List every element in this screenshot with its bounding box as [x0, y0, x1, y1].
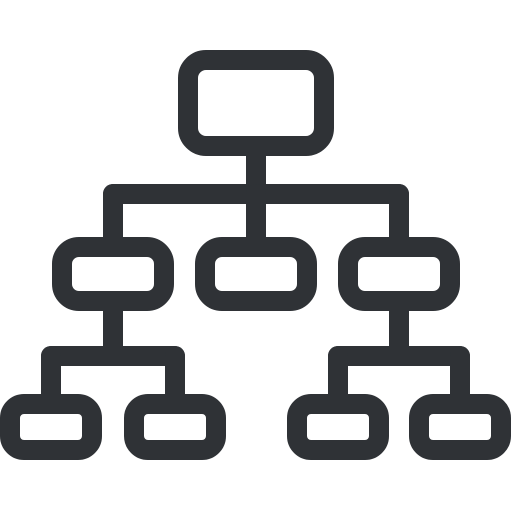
right-right-leaf-node	[409, 394, 511, 460]
left-right-leaf-node	[124, 394, 226, 460]
root-node	[178, 50, 334, 156]
right-left-leaf-node	[287, 394, 389, 460]
right-mid-node	[338, 237, 460, 311]
left-left-leaf-node	[0, 394, 102, 460]
connectors	[41, 136, 470, 414]
nodes	[0, 50, 511, 460]
left-mid-node	[52, 237, 174, 311]
center-mid-node	[195, 237, 317, 311]
